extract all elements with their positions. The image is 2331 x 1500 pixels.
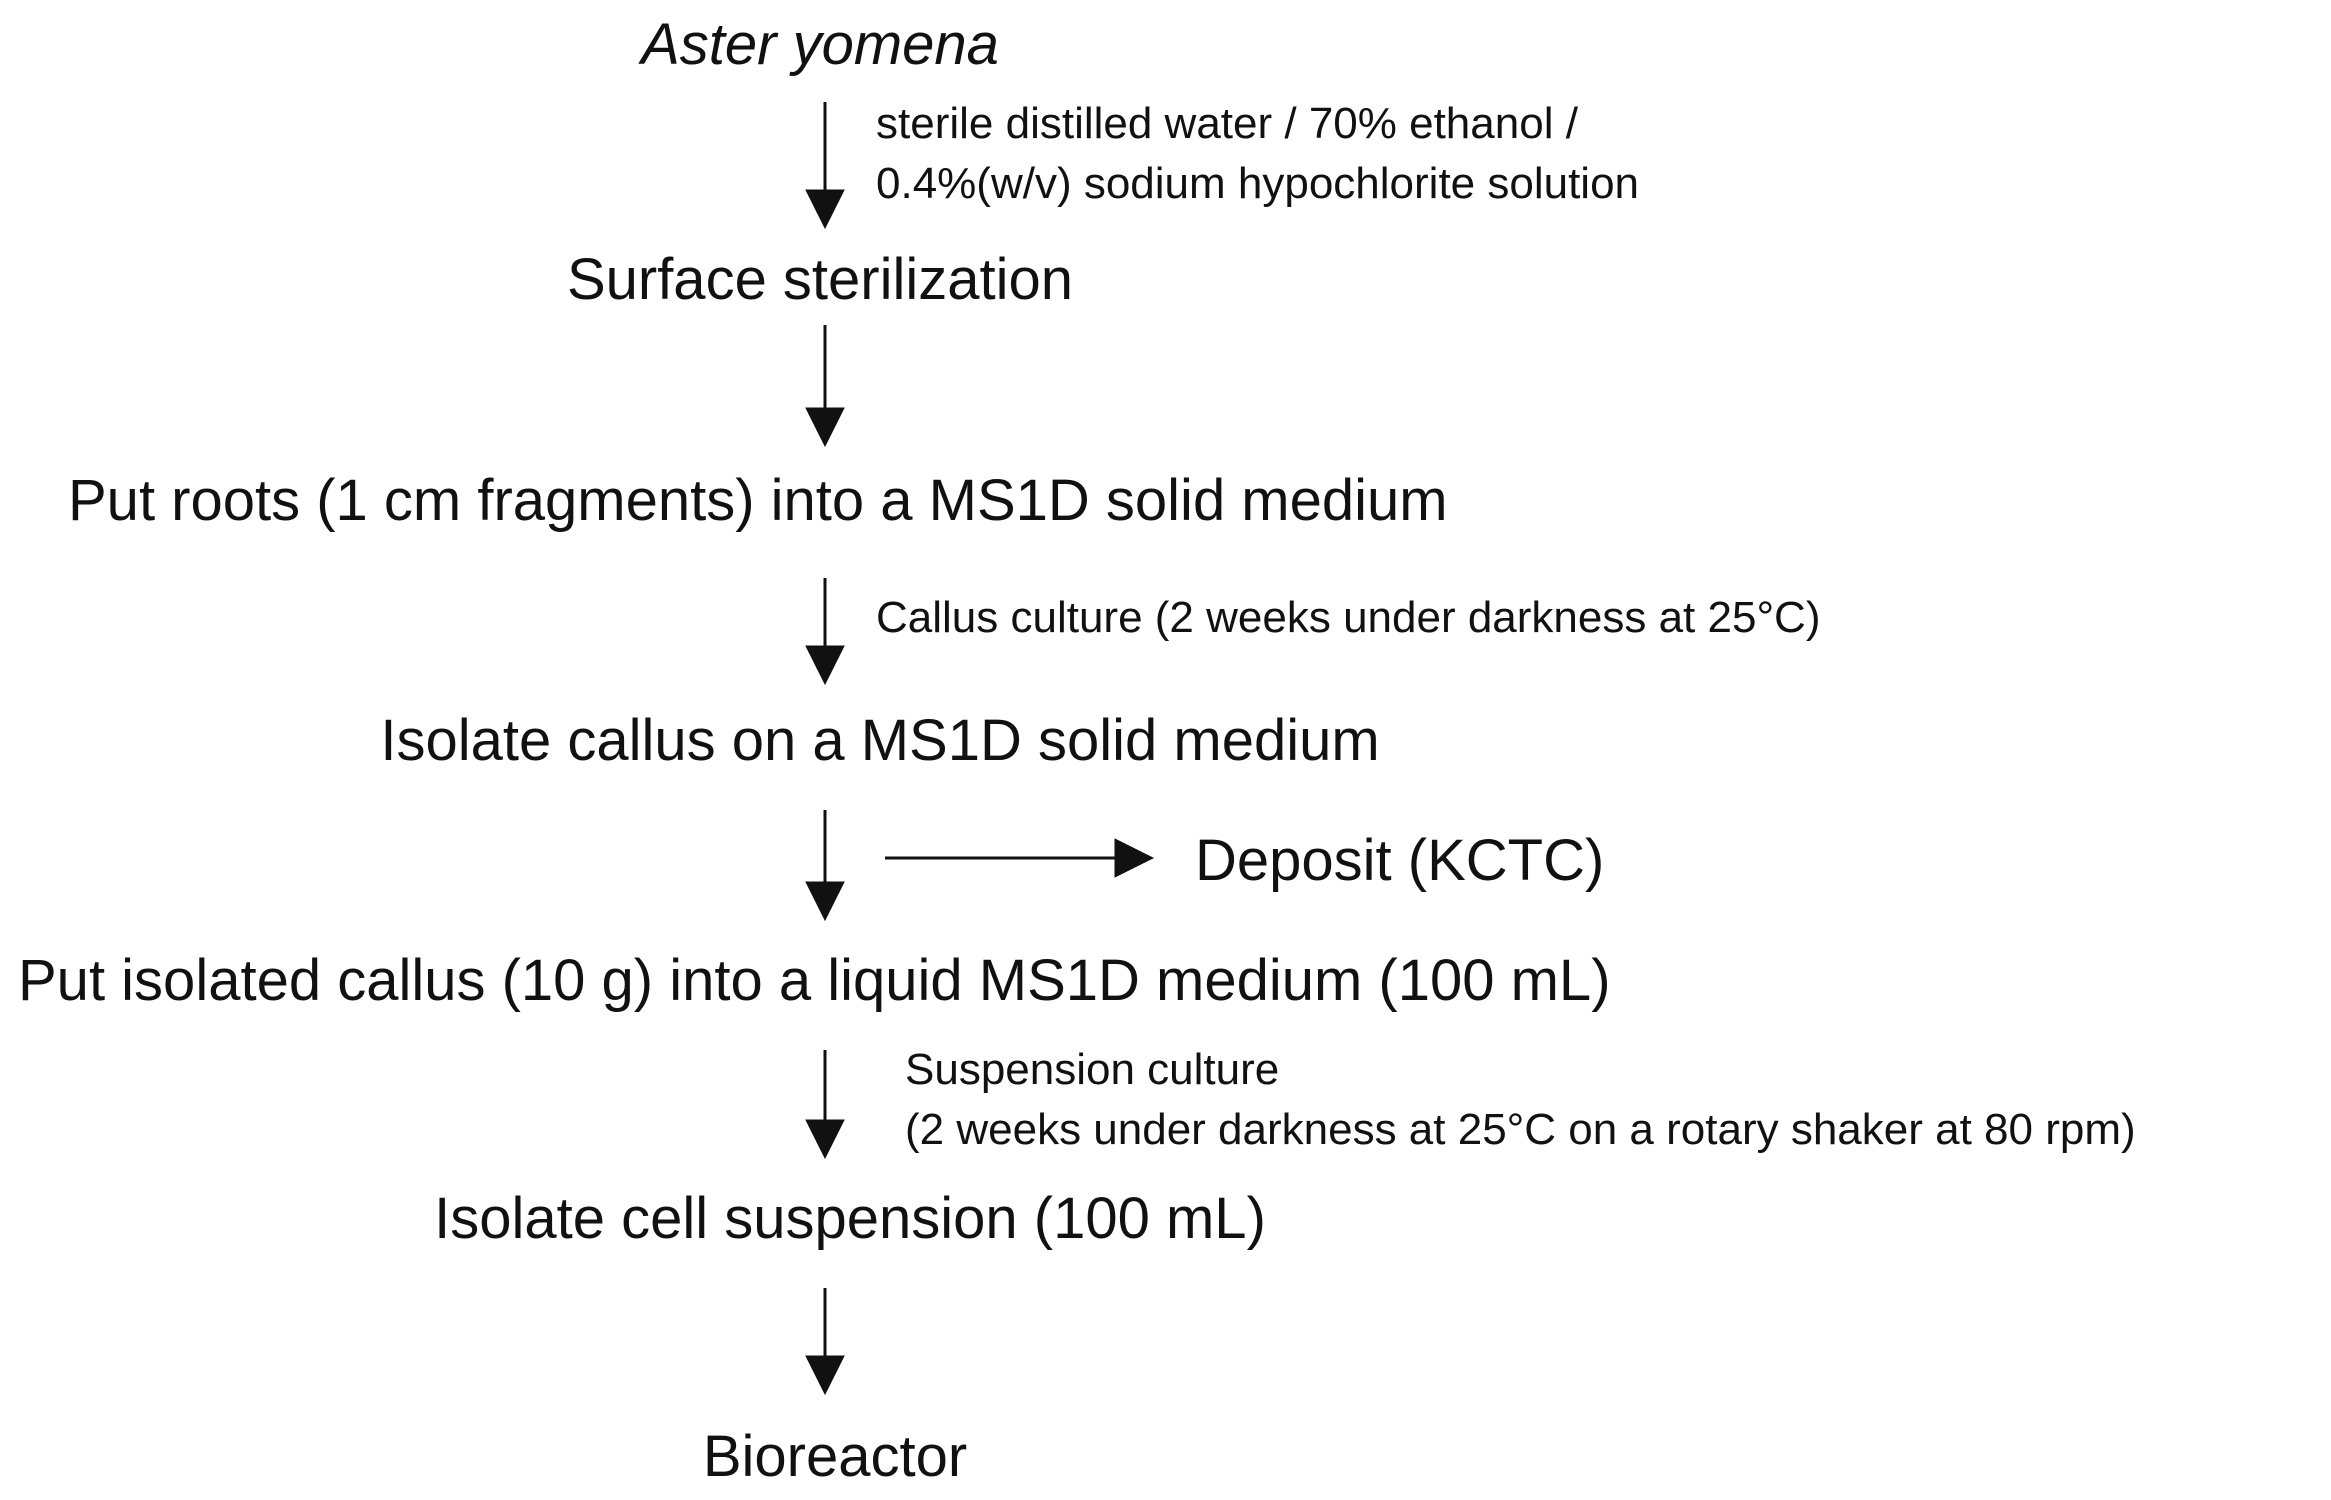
step-bioreactor: Bioreactor [702, 1424, 968, 1489]
annotation-deposit: Deposit (KCTC) [1195, 828, 1605, 893]
annotation-suspension-line2: (2 weeks under darkness at 25°C on a rot… [905, 1105, 2136, 1154]
annotation-sterilization-line2: 0.4%(w/v) sodium hypochlorite solution [876, 159, 1640, 208]
arrowhead-down-2 [805, 407, 845, 448]
arrowhead-right-deposit [1114, 838, 1155, 878]
arrowhead-down-6 [805, 1355, 845, 1396]
step-put-isolated-callus: Put isolated callus (10 g) into a liquid… [18, 948, 1611, 1013]
arrowhead-down-1 [805, 189, 845, 230]
step-put-roots: Put roots (1 cm fragments) into a MS1D s… [68, 468, 1448, 533]
arrowhead-down-5 [805, 1119, 845, 1160]
arrowhead-down-4 [805, 881, 845, 922]
step-surface-sterilization: Surface sterilization [566, 247, 1074, 312]
step-isolate-cell-suspension: Isolate cell suspension (100 mL) [434, 1186, 1266, 1251]
annotation-suspension-line1: Suspension culture [905, 1045, 1280, 1094]
step-isolate-callus: Isolate callus on a MS1D solid medium [380, 708, 1380, 773]
arrowhead-down-3 [805, 645, 845, 686]
annotation-sterilization-line1: sterile distilled water / 70% ethanol / [876, 99, 1578, 148]
step-species: Aster yomena [641, 12, 999, 77]
annotation-callus-culture: Callus culture (2 weeks under darkness a… [876, 593, 1821, 642]
